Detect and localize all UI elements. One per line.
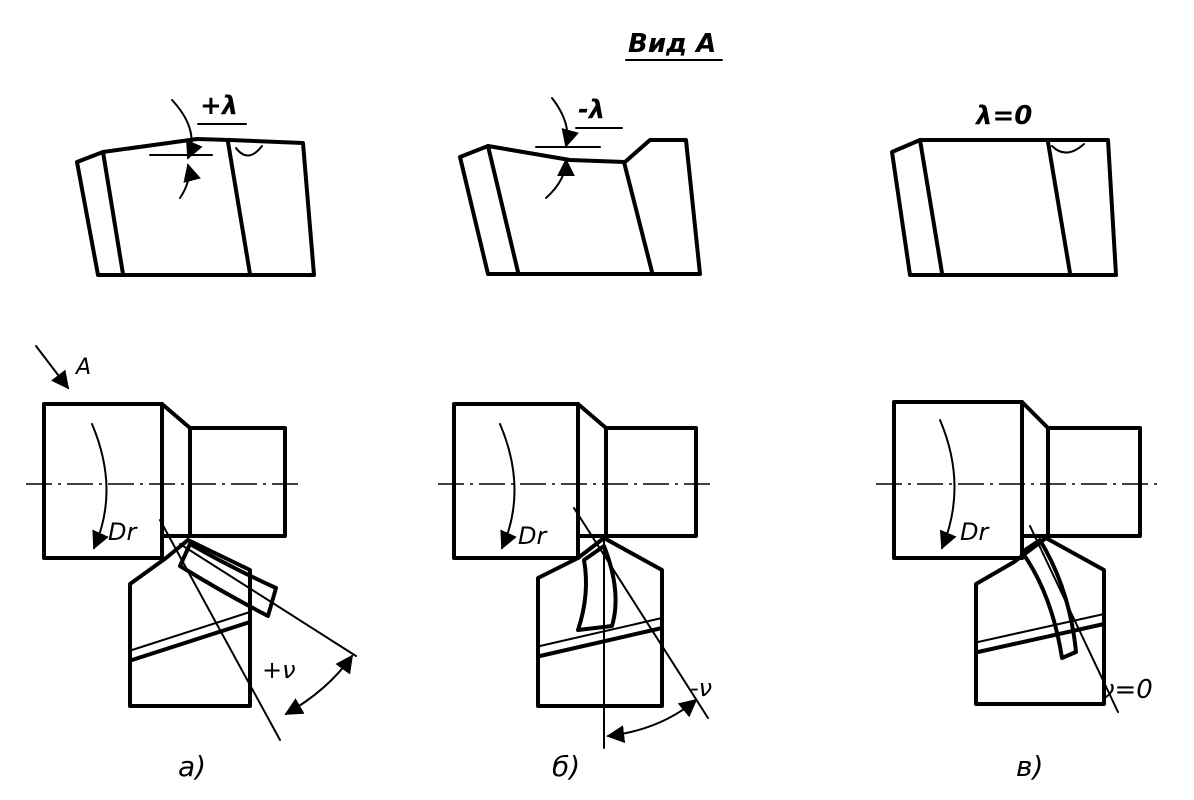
workpiece-b <box>452 402 698 560</box>
rotation-arrow-c <box>939 419 957 550</box>
top-view-b: -λ <box>458 95 702 276</box>
cutting-edge-line-c <box>1029 525 1119 713</box>
cutting-edge-line-b <box>573 507 709 719</box>
chip-c <box>1020 538 1078 660</box>
chip-groove-a <box>235 145 263 157</box>
lambda-arc-a <box>171 99 203 160</box>
plan-view-a: A Dr +ν а) <box>26 345 357 783</box>
view-title: Вид А <box>628 29 716 59</box>
cutter-edge2-a <box>131 611 251 651</box>
view-direction-arrow <box>35 345 70 390</box>
cutter-edge2-b <box>539 617 663 647</box>
cutter-body-c <box>974 536 1106 706</box>
chip-b <box>576 544 618 632</box>
rotation-label-a: Dr <box>108 518 138 546</box>
tool-edge-right-c <box>1046 140 1072 275</box>
tool-outline-a <box>75 137 316 277</box>
cutter-edge2-c <box>977 613 1105 643</box>
cutter-body-a <box>128 538 252 708</box>
nu-arc-b <box>606 698 698 744</box>
cutter-edge-c <box>976 622 1106 654</box>
lambda-label-b: -λ <box>578 95 605 125</box>
tool-edge-right-b <box>622 160 654 274</box>
rotation-label-b: Dr <box>518 522 548 550</box>
workpiece-c <box>892 400 1142 560</box>
chip-groove-c <box>1051 143 1085 154</box>
view-direction-label: A <box>74 355 91 380</box>
lambda-arc-b <box>551 97 579 148</box>
cutting-edge-line-a <box>159 519 281 741</box>
caption-c: в) <box>1016 750 1043 783</box>
cutter-edge-b <box>538 626 664 658</box>
lambda-label-c: λ=0 <box>974 101 1032 131</box>
plan-view-c: Dr ν=0 в) <box>876 400 1160 783</box>
top-view-c: λ=0 <box>890 101 1118 277</box>
nu-label-b: -ν <box>690 674 712 702</box>
tool-edge-left-b <box>486 144 520 274</box>
tool-outline-c <box>890 138 1118 277</box>
rotation-label-c: Dr <box>960 518 990 546</box>
tool-edge-left-c <box>918 138 944 275</box>
tool-edge-right-a <box>226 140 252 276</box>
cutter-edge-a <box>130 620 252 662</box>
title-group: Вид А <box>625 29 723 61</box>
top-view-a: +λ <box>75 91 316 277</box>
rotation-arrow-b <box>499 423 517 550</box>
nu-arc-a <box>284 654 354 715</box>
caption-b: б) <box>552 750 580 783</box>
lambda-arc-lower-a <box>179 163 201 199</box>
normal-line-a <box>179 543 357 657</box>
chip-a <box>178 542 278 618</box>
lambda-label-a: +λ <box>200 91 238 121</box>
caption-a: а) <box>178 750 206 783</box>
nu-label-a: +ν <box>262 656 296 684</box>
lambda-arc-lower-b <box>545 158 575 199</box>
tool-outline-b <box>458 138 702 276</box>
nu-label-c: ν=0 <box>1100 675 1153 705</box>
workpiece-a <box>42 402 287 560</box>
rotation-arrow-a <box>91 423 109 550</box>
plan-view-b: Dr -ν б) <box>438 402 712 783</box>
tool-edge-left-a <box>101 150 125 276</box>
cutter-body-b <box>536 536 664 708</box>
